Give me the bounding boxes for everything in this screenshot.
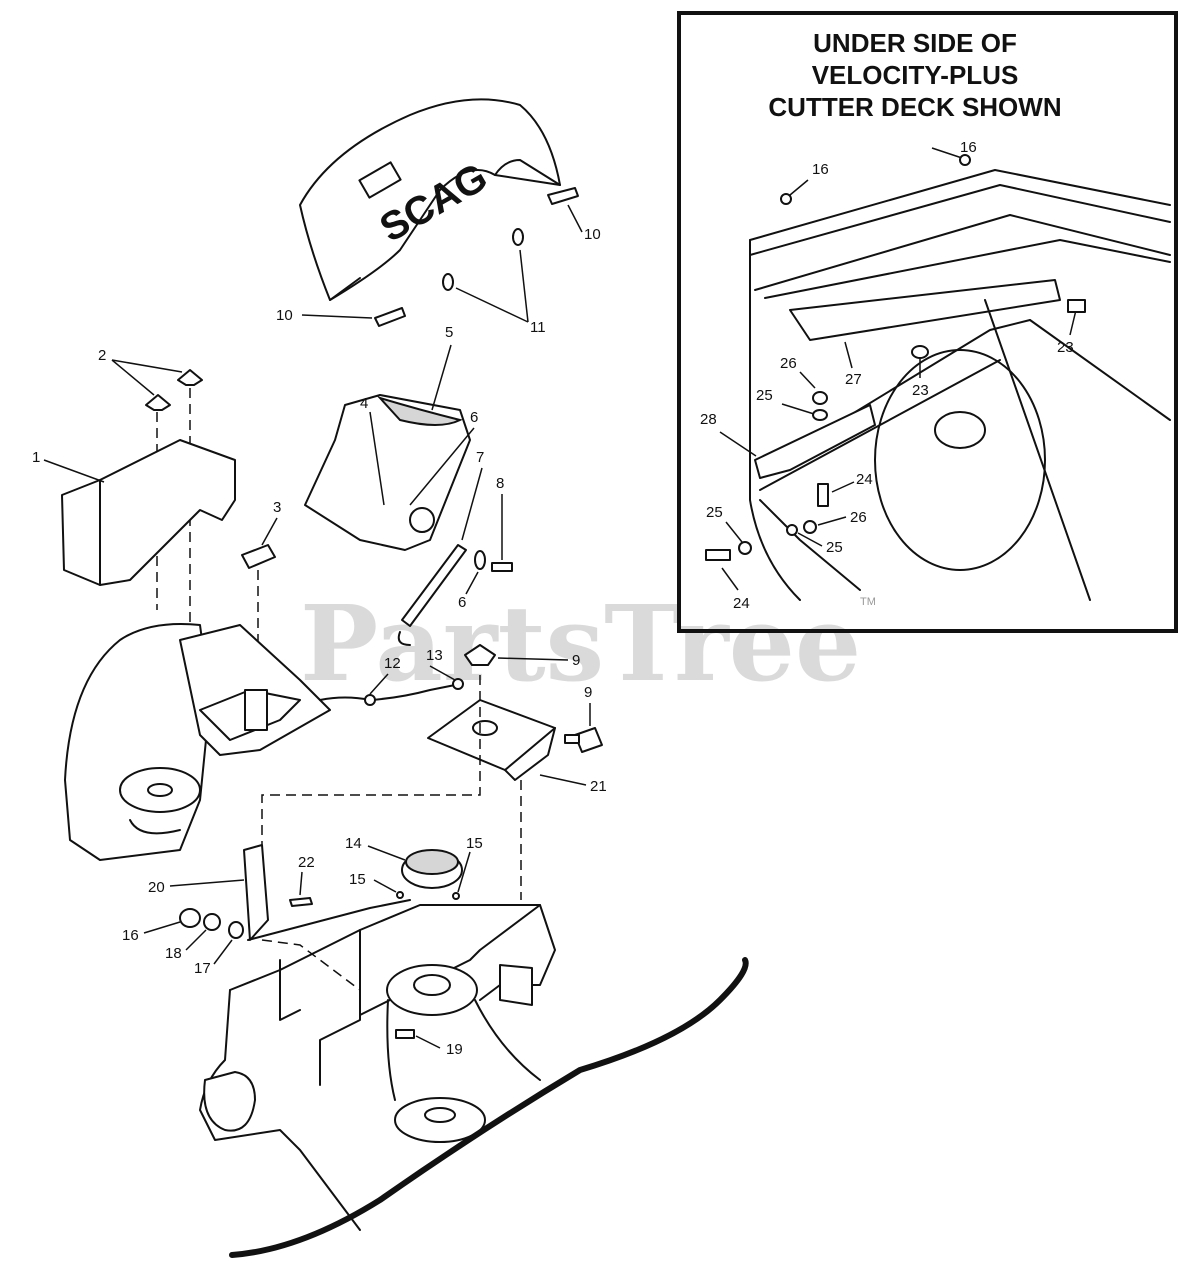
washer-6 [474,550,486,570]
inset-frame [677,11,1178,633]
knob-9-right [574,727,603,753]
spindle-nut [934,411,986,449]
inset-callout-23-center: 23 [912,382,929,399]
callout-12: 12 [384,655,401,672]
belt-cover-1 [61,439,236,586]
baffle-27 [789,279,1061,341]
deck-bracket-right [499,964,533,1006]
cutter-deck [199,899,749,1258]
callout-10-left: 10 [276,307,293,324]
inset-deck-drawing [749,169,1171,601]
chute-decal [358,161,402,199]
callout-9-right: 9 [584,684,592,701]
inset-callout-25-right: 25 [826,539,843,556]
link-rod-7 [401,544,467,627]
callout-13: 13 [426,647,443,664]
callout-19: 19 [446,1041,463,1058]
knob-2-left [145,394,171,411]
inset-callout-26-top: 26 [780,355,797,372]
callout-9-top: 9 [572,652,580,669]
inset-callout-28: 28 [700,411,717,428]
bracket-21 [427,699,556,771]
decal-3 [241,544,276,569]
clip-11-right [512,228,524,246]
callout-22: 22 [298,854,315,871]
pin-10-left [374,307,406,327]
knob-2-right [177,369,203,386]
washer-17 [228,921,244,939]
drive-assembly [64,623,331,861]
main-exploded-view: SCAG 10 10 11 2 1 5 4 6 [32,98,749,1258]
callout-11: 11 [530,319,546,336]
callout-8: 8 [496,475,504,492]
knob-9-top [464,644,496,666]
callout-16: 16 [122,927,139,944]
inset-callout-16-top: 16 [960,139,977,156]
inset-title-line-1: UNDER SIDE OF [813,28,1017,58]
clip-11-left [442,273,454,291]
pin-22 [289,897,313,907]
spindle-housing [874,349,1046,571]
drive-belt [386,999,396,1101]
bracket-28 [754,404,876,479]
callout-17: 17 [194,960,211,977]
callout-10-right: 10 [584,226,601,243]
inset-callout-24-right: 24 [856,471,873,488]
washer-18 [203,913,221,931]
inset-title-line-2: VELOCITY-PLUS [812,60,1019,90]
inset-callout-26-bottom: 26 [850,509,867,526]
callout-18: 18 [165,945,182,962]
caster-wheel [203,1071,256,1132]
inset-callout-25-left: 25 [706,504,723,521]
pivot-block [244,689,268,731]
pivot-bushing [409,507,435,533]
callout-5: 5 [445,324,453,341]
callout-14: 14 [345,835,362,852]
callout-6-top: 6 [470,409,478,426]
inset-panel: UNDER SIDE OF VELOCITY-PLUS CUTTER DECK … [677,11,1178,633]
deck-edge [754,214,1171,291]
inset-title-line-3: CUTTER DECK SHOWN [768,92,1061,122]
deck-break-line [229,957,749,1258]
callout-21: 21 [590,778,607,795]
callout-20: 20 [148,879,165,896]
discharge-chute: SCAG [299,98,561,301]
bracket-20 [243,844,269,941]
watermark-tm: TM [860,596,876,608]
deck-side-wall [749,239,801,601]
knobs-2 [145,369,203,411]
callout-7: 7 [476,449,484,466]
pin-10-right [547,187,579,205]
callout-4: 4 [360,395,368,412]
callout-15-right: 15 [466,835,483,852]
inset-callout-24-left: 24 [733,595,750,612]
inset-callout-27: 27 [845,371,862,388]
watermark: PartsTree [300,582,861,705]
callout-2: 2 [98,347,106,364]
callout-6-bottom: 6 [458,594,466,611]
inset-callout-16-left: 16 [812,161,829,178]
callout-3: 3 [273,499,281,516]
nut-16 [179,908,201,928]
inset-callout-25-top: 25 [756,387,773,404]
bolt-8 [491,562,513,572]
bolt-19 [395,1029,415,1039]
callout-1: 1 [32,449,40,466]
inset-callout-23-right: 23 [1057,339,1074,356]
callout-15-left: 15 [349,871,366,888]
deck-top-rail [749,169,1171,241]
